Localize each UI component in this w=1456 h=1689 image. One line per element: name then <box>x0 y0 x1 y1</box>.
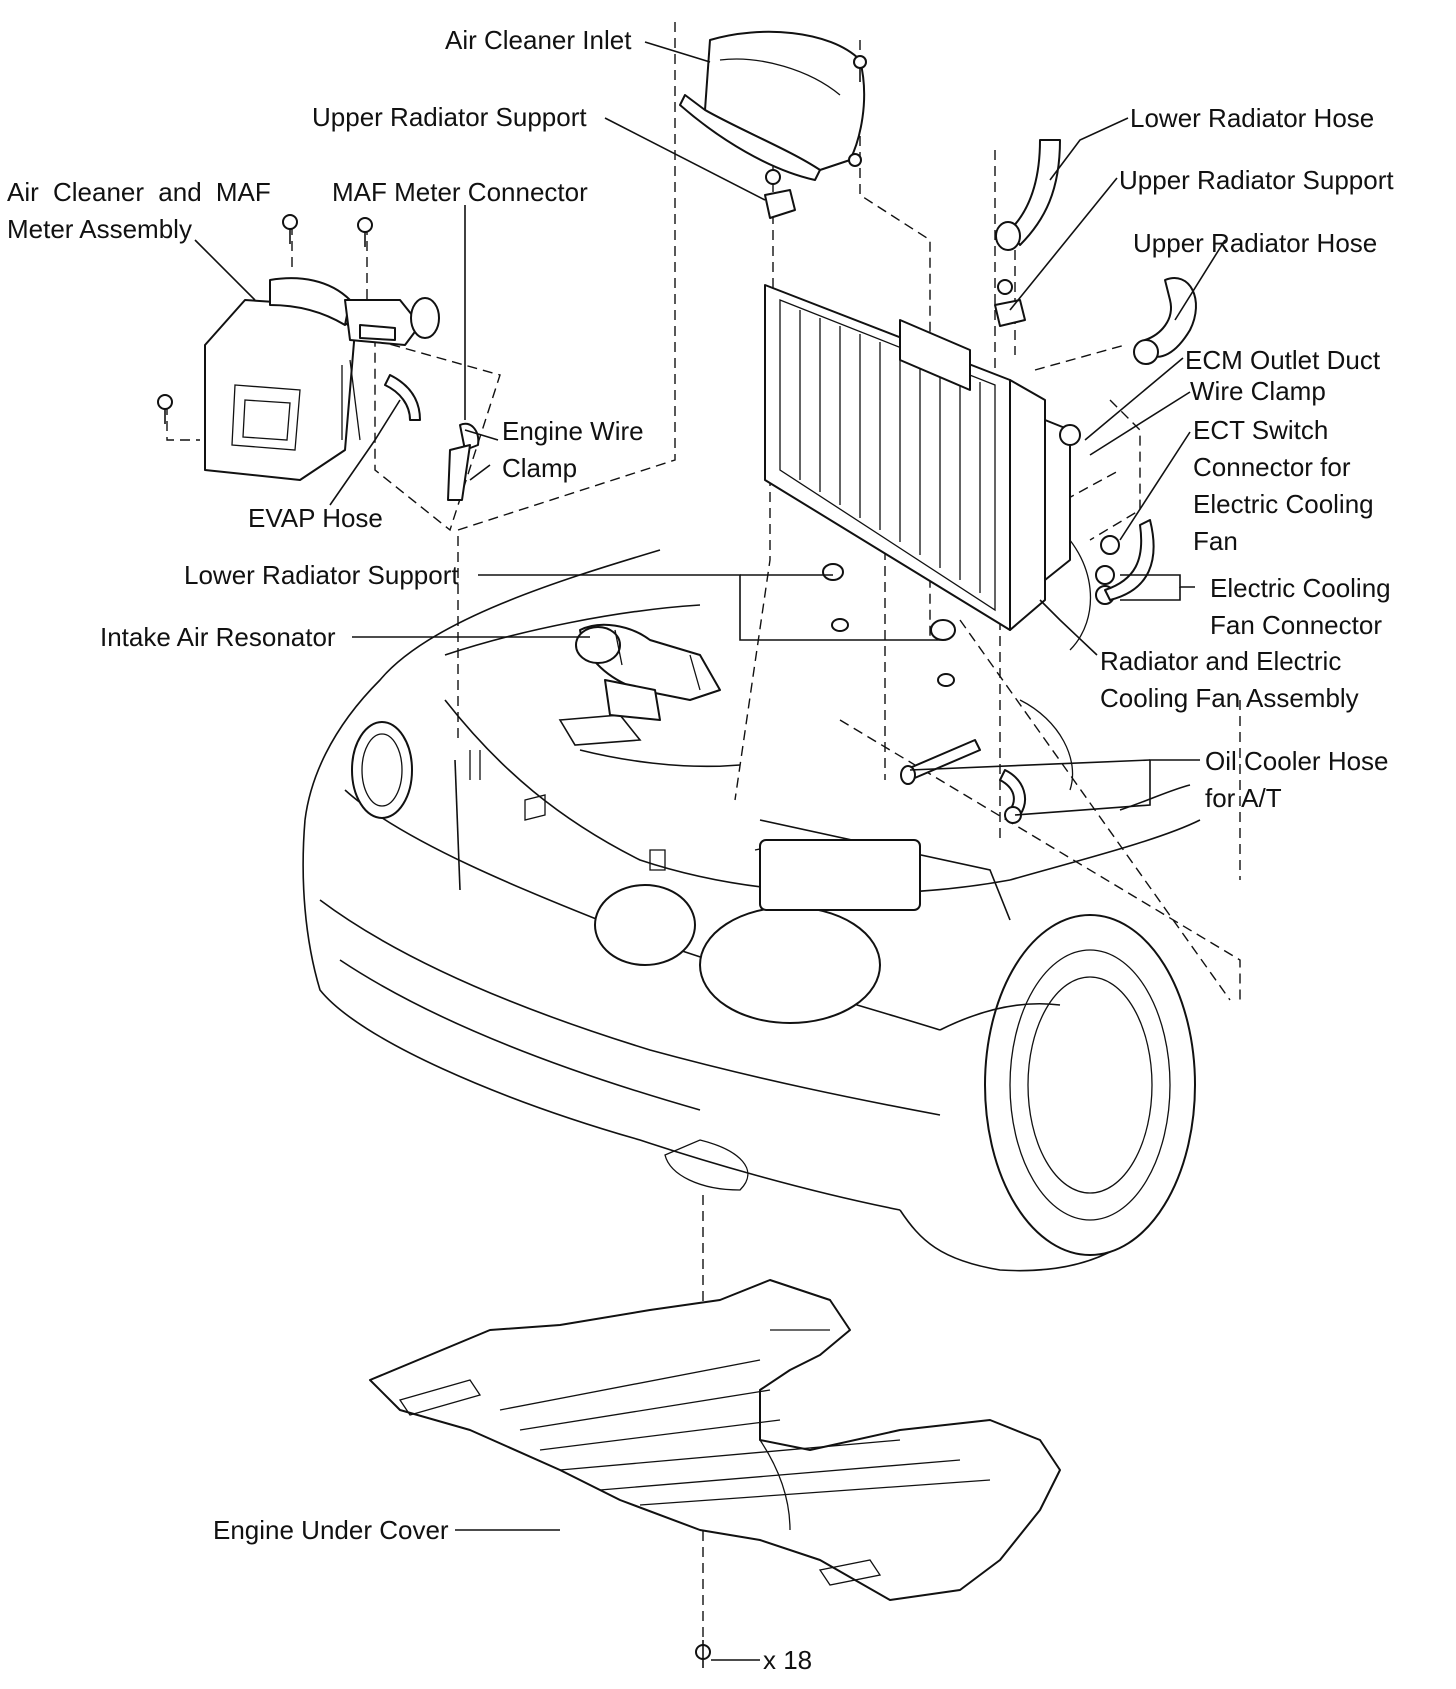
label-air-cleaner-maf-line1: Air Cleaner and MAF <box>7 177 271 207</box>
bolt-icon <box>695 1640 711 1668</box>
bolt-icon <box>997 279 1013 295</box>
lower-radiator-support-mounts <box>822 563 956 687</box>
label-oil-cooler-hose-line2: for A/T <box>1205 783 1282 813</box>
label-ect-switch-line1: ECT Switch <box>1193 415 1329 445</box>
label-bolt-count: x 18 <box>763 1645 813 1675</box>
label-evap-hose: EVAP Hose <box>248 503 383 533</box>
label-air-cleaner-inlet: Air Cleaner Inlet <box>445 25 632 55</box>
label-upper-radiator-hose: Upper Radiator Hose <box>1133 228 1378 258</box>
bolt-icon <box>282 214 298 244</box>
upper-radiator-support-brackets <box>764 189 1026 327</box>
label-engine-wire-clamp-line2: Clamp <box>502 453 578 483</box>
engine-under-cover-part <box>369 1279 1061 1601</box>
label-electric-cooling-fan-connector-line1: Electric Cooling <box>1210 573 1391 603</box>
label-radiator-assembly-line1: Radiator and Electric <box>1100 646 1342 676</box>
label-upper-radiator-support-right: Upper Radiator Support <box>1119 165 1394 195</box>
air-cleaner-inlet-part <box>679 30 866 181</box>
bolts <box>157 55 1013 1668</box>
bolt-icon <box>157 394 173 424</box>
label-wire-clamp: Wire Clamp <box>1190 376 1326 406</box>
label-oil-cooler-hose-line1: Oil Cooler Hose <box>1205 746 1389 776</box>
car-front-body <box>302 519 1201 1272</box>
label-engine-under-cover: Engine Under Cover <box>213 1515 449 1545</box>
radiator-assembly-part <box>764 284 1120 631</box>
label-intake-air-resonator: Intake Air Resonator <box>100 622 336 652</box>
label-ect-switch-line4: Fan <box>1193 526 1238 556</box>
label-lower-radiator-support: Lower Radiator Support <box>184 560 459 590</box>
label-radiator-assembly-line2: Cooling Fan Assembly <box>1100 683 1359 713</box>
leader-lines <box>194 41 1226 1661</box>
label-ect-switch-line2: Connector for <box>1193 452 1351 482</box>
label-ecm-outlet-duct: ECM Outlet Duct <box>1185 345 1381 375</box>
label-ect-switch-line3: Electric Cooling <box>1193 489 1374 519</box>
intake-air-resonator-part <box>575 623 721 721</box>
label-electric-cooling-fan-connector-line2: Fan Connector <box>1210 610 1382 640</box>
label-maf-meter-connector: MAF Meter Connector <box>332 177 588 207</box>
air-cleaner-assembly-part <box>204 277 480 501</box>
label-engine-wire-clamp-line1: Engine Wire <box>502 416 644 446</box>
label-air-cleaner-maf-line2: Meter Assembly <box>7 214 192 244</box>
label-lower-radiator-hose: Lower Radiator Hose <box>1130 103 1375 133</box>
label-upper-radiator-support-left: Upper Radiator Support <box>312 102 587 132</box>
bolt-icon <box>765 169 781 185</box>
bolt-icon <box>853 55 867 82</box>
bolt-icon <box>357 217 373 247</box>
